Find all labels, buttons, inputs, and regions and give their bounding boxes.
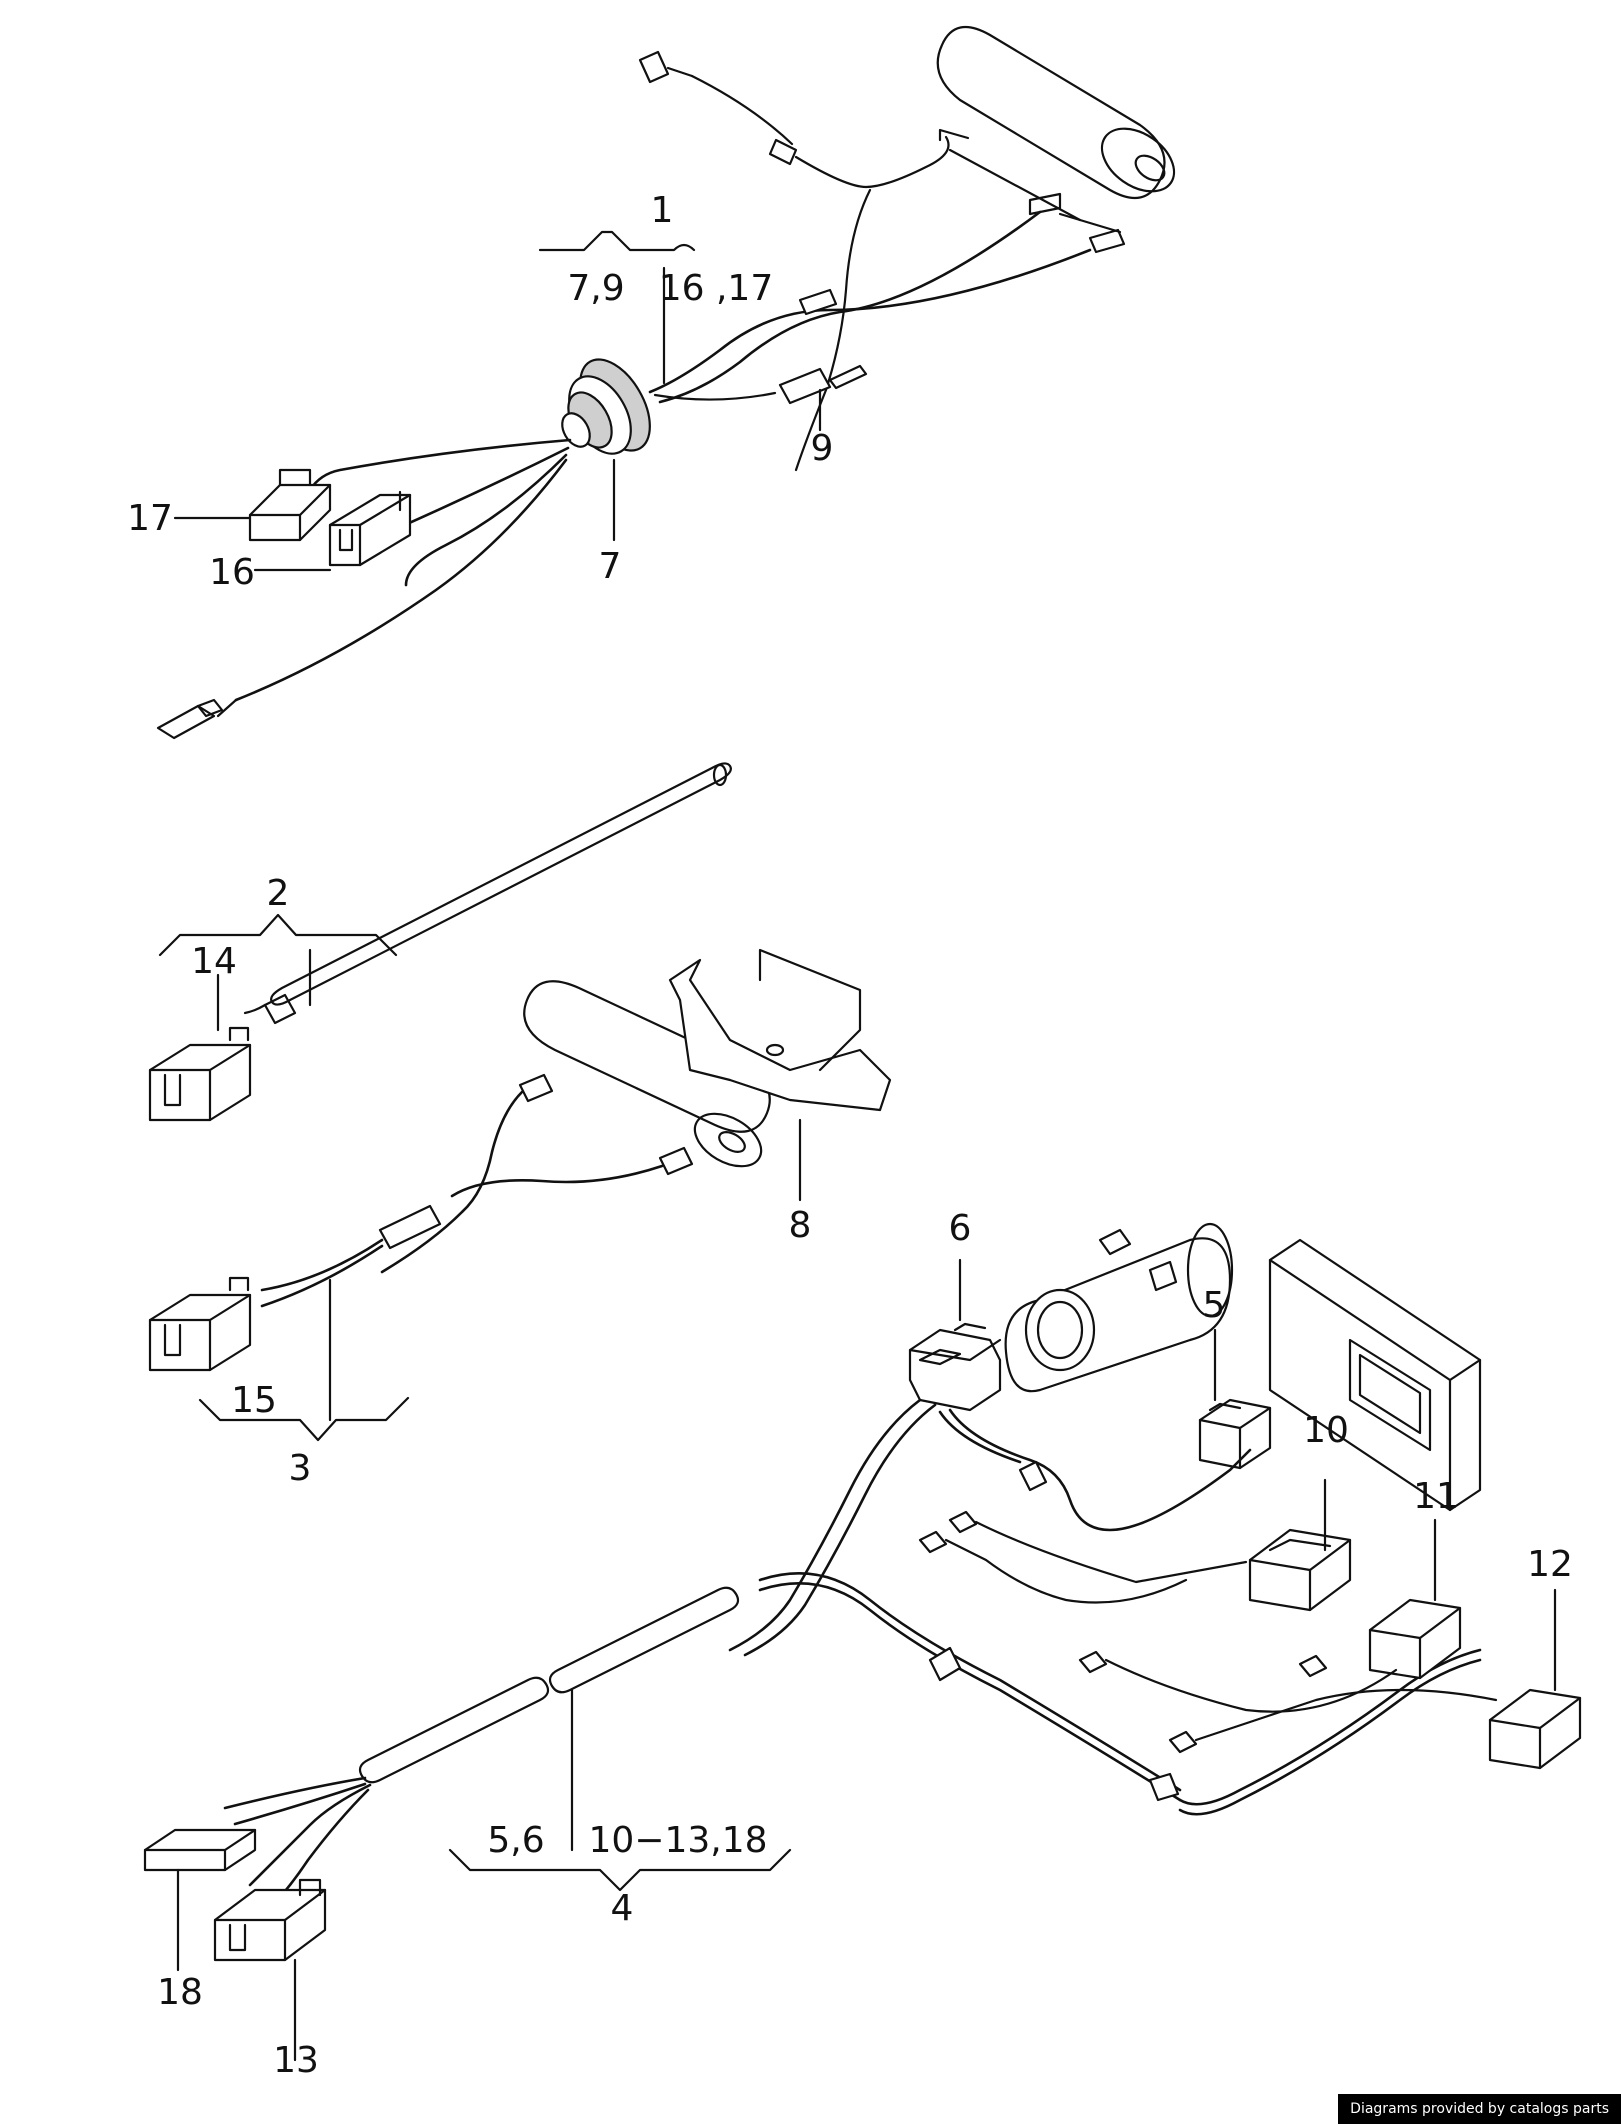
callout-17: 17 <box>127 498 173 539</box>
bracket-8 <box>668 948 892 1202</box>
callout-3: 3 <box>289 1448 312 1489</box>
callout-7: 7 <box>599 546 622 587</box>
harness-3-assembly <box>148 980 771 1442</box>
callout-11: 11 <box>1413 1476 1459 1517</box>
callout-4-right: 10−13,18 <box>588 1820 767 1861</box>
harness-1-assembly <box>156 25 1176 740</box>
diagram-credit: Diagrams provided by catalogs parts <box>1338 2094 1621 2124</box>
callout-12: 12 <box>1527 1544 1573 1585</box>
harness-4-assembly <box>143 1258 1582 2062</box>
callout-10: 10 <box>1303 1410 1349 1451</box>
callout-13: 13 <box>273 2040 319 2081</box>
callout-6: 6 <box>949 1208 972 1249</box>
callout-1-right: 16 ,17 <box>659 268 774 309</box>
callout-1: 1 <box>651 190 674 231</box>
callout-5: 5 <box>1203 1285 1226 1326</box>
callout-16: 16 <box>209 552 255 593</box>
switch-panel <box>1268 1238 1482 1512</box>
callout-1-left: 7,9 <box>567 268 624 309</box>
cigarette-lighter <box>1004 1222 1234 1393</box>
callout-9: 9 <box>811 428 834 469</box>
callout-18: 18 <box>157 1972 203 2013</box>
callout-15: 15 <box>231 1380 277 1421</box>
callout-4: 4 <box>611 1888 634 1929</box>
harness-2-assembly <box>148 762 732 1122</box>
callout-2: 2 <box>267 873 290 914</box>
callout-labels: 1 7,9 16 ,17 9 7 17 16 2 14 8 15 3 6 5 1… <box>127 190 1573 2081</box>
callout-4-left: 5,6 <box>487 1820 544 1861</box>
callout-8: 8 <box>789 1205 812 1246</box>
callout-14: 14 <box>191 941 237 982</box>
